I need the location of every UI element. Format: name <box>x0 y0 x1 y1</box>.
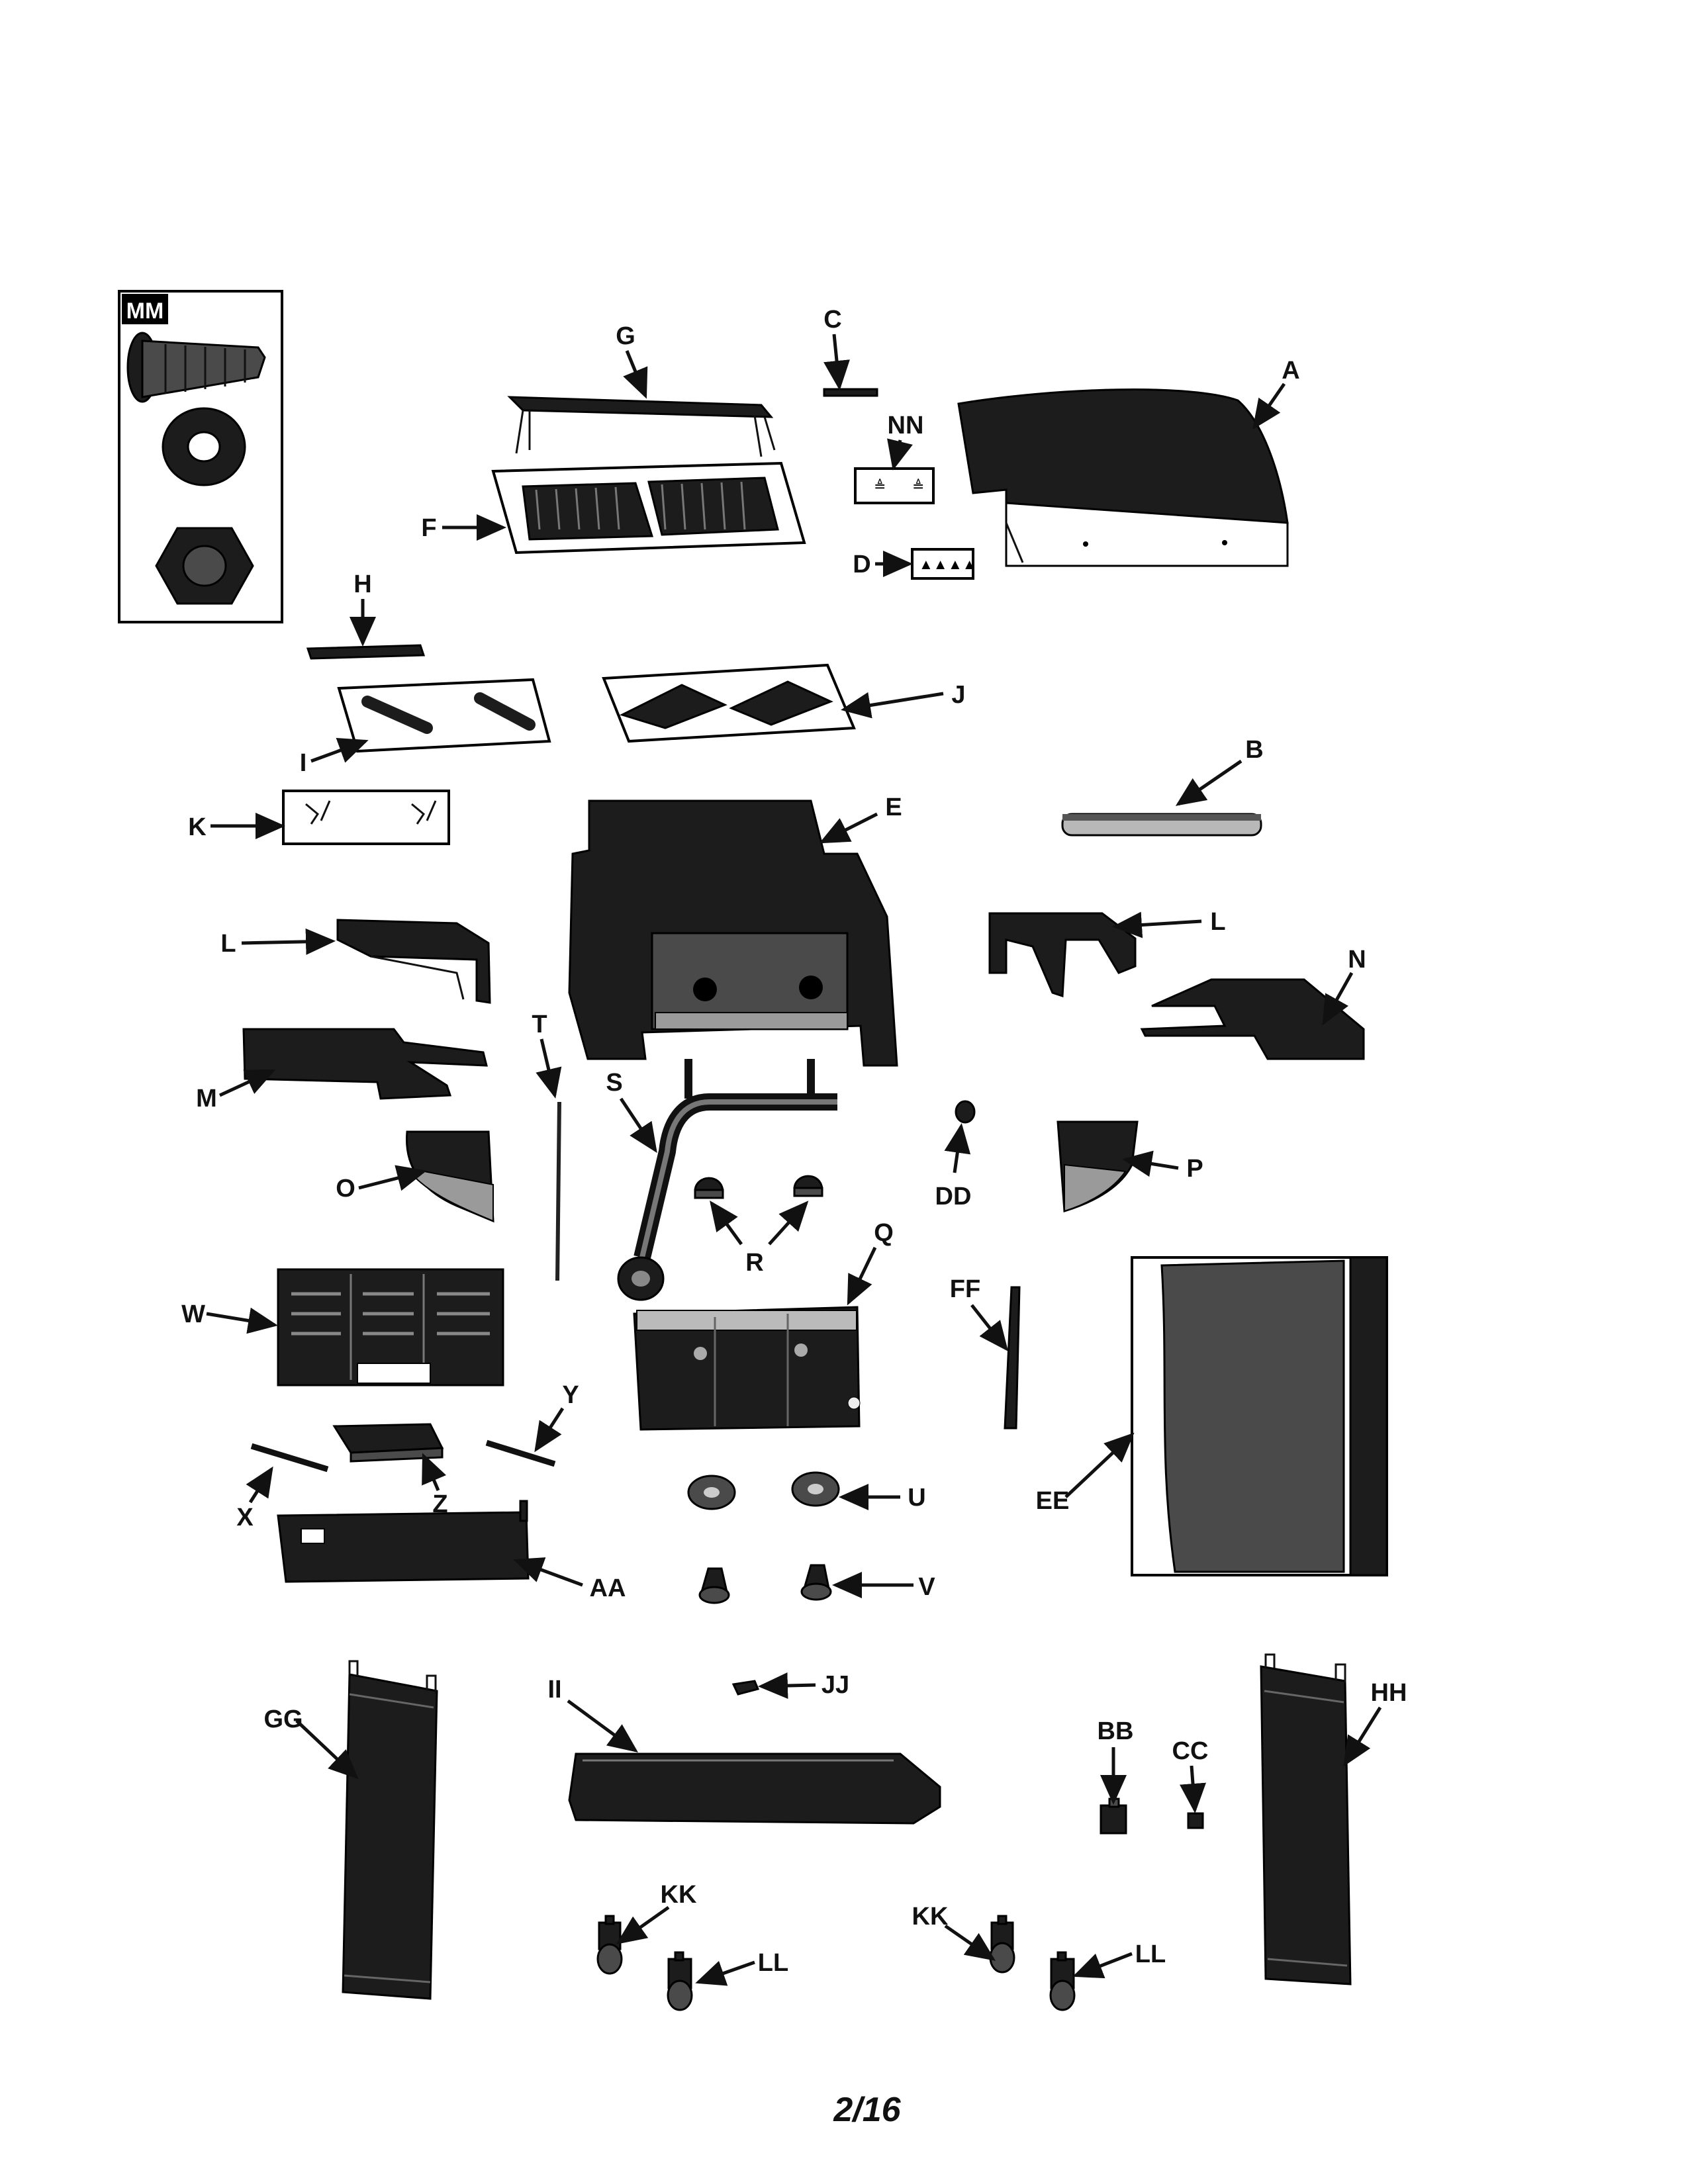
page-number: 2/16 <box>833 2091 901 2129</box>
part-ff-handle <box>1004 1286 1021 1430</box>
part-n-side-shelf <box>1140 978 1365 1060</box>
part-o-bracket <box>405 1130 494 1223</box>
part-x-rail <box>250 1443 329 1473</box>
label-ee: EE <box>1036 1487 1070 1515</box>
part-m-side-shelf <box>242 1028 488 1100</box>
part-e-firebox <box>568 799 898 1099</box>
part-s-handle-assembly <box>617 1093 837 1301</box>
part-l-right-bracket <box>988 912 1137 998</box>
label-s: S <box>606 1069 622 1097</box>
mm-inset-box: MM <box>118 290 283 623</box>
label-gg: GG <box>263 1706 303 1733</box>
label-jj: JJ <box>821 1671 849 1699</box>
part-j-heat-tents <box>602 663 856 743</box>
label-x: X <box>236 1504 254 1531</box>
label-t: T <box>532 1011 547 1038</box>
part-i-burners <box>337 678 551 753</box>
part-y-rail <box>485 1439 556 1467</box>
part-p-bracket <box>1056 1120 1139 1212</box>
label-c: C <box>823 306 841 334</box>
label-kk-right: KK <box>912 1903 949 1931</box>
label-n: N <box>1348 946 1366 974</box>
part-d-box: ▲▲ ▲▲ <box>911 548 977 580</box>
label-nn: NN <box>888 412 924 439</box>
label-mm: MM <box>126 298 164 324</box>
part-dd-knob <box>955 1100 976 1124</box>
part-h-heat-shield <box>306 644 426 660</box>
svg-text:≜: ≜ <box>912 478 924 494</box>
part-nn-box: ≜ ≜ <box>854 467 935 504</box>
part-ll-caster-right <box>1049 1951 1076 2011</box>
label-w: W <box>181 1300 205 1328</box>
svg-text:≜: ≜ <box>874 478 886 494</box>
part-gg-side-panel <box>342 1660 438 2000</box>
part-f-cooking-grids <box>491 461 806 555</box>
part-k-box <box>282 790 450 845</box>
label-p: P <box>1186 1155 1203 1183</box>
label-l-right: L <box>1210 908 1225 936</box>
label-kk-left: KK <box>661 1881 697 1909</box>
part-ii-base <box>568 1752 941 1825</box>
label-b: B <box>1245 736 1263 764</box>
label-aa: AA <box>590 1574 626 1602</box>
label-k: K <box>188 813 207 841</box>
part-ee-door <box>1131 1256 1388 1576</box>
part-hh-side-panel <box>1260 1653 1352 1985</box>
label-l-left: L <box>220 930 236 958</box>
part-b-handle <box>1061 813 1262 837</box>
part-ll-caster-left <box>667 1951 693 2011</box>
part-kk-caster-left <box>596 1915 623 1975</box>
part-q-control-panel <box>633 1306 861 1431</box>
part-a-lid <box>957 388 1289 567</box>
label-ll-right: LL <box>1135 1940 1166 1968</box>
part-t-rod <box>555 1101 561 1281</box>
label-z: Z <box>432 1490 447 1518</box>
label-m: M <box>196 1085 217 1113</box>
label-a: A <box>1282 357 1299 385</box>
label-d: D <box>853 551 870 578</box>
label-hh: HH <box>1371 1679 1407 1707</box>
label-i: I <box>300 749 307 777</box>
label-ff: FF <box>950 1275 980 1303</box>
part-g-warming-rack <box>507 396 776 457</box>
label-q: Q <box>874 1219 894 1247</box>
label-g: G <box>616 322 635 350</box>
part-bb-regulator <box>1100 1797 1127 1835</box>
part-cc-fitting <box>1187 1812 1204 1829</box>
mm-washer <box>162 407 246 486</box>
label-v: V <box>918 1573 935 1601</box>
label-r: R <box>745 1249 763 1277</box>
part-u-bezels <box>687 1471 840 1510</box>
label-cc: CC <box>1172 1737 1209 1765</box>
label-ii: II <box>547 1676 561 1704</box>
label-y: Y <box>562 1381 579 1409</box>
part-w-grille-panel <box>277 1268 504 1387</box>
part-c-bracket <box>823 388 878 397</box>
label-dd: DD <box>935 1183 972 1210</box>
label-o: O <box>336 1175 355 1203</box>
part-l-left-bracket <box>336 919 491 1004</box>
label-j: J <box>951 681 965 709</box>
svg-text:▲▲: ▲▲ <box>948 556 977 572</box>
label-h: H <box>353 570 371 598</box>
label-ll-left: LL <box>758 1949 788 1977</box>
label-u: U <box>908 1484 925 1512</box>
mm-bolt <box>126 332 266 403</box>
part-jj-screw <box>731 1680 760 1696</box>
label-f: F <box>421 514 436 542</box>
svg-text:▲▲: ▲▲ <box>919 556 948 572</box>
label-bb: BB <box>1098 1717 1134 1745</box>
mm-hex-nut <box>155 527 254 605</box>
part-aa-panel <box>277 1500 530 1583</box>
part-z-drip-tray <box>332 1423 444 1463</box>
part-kk-caster-right <box>989 1915 1015 1974</box>
label-e: E <box>885 794 902 821</box>
part-v-knobs <box>698 1564 832 1604</box>
part-r-knobs <box>694 1175 823 1199</box>
